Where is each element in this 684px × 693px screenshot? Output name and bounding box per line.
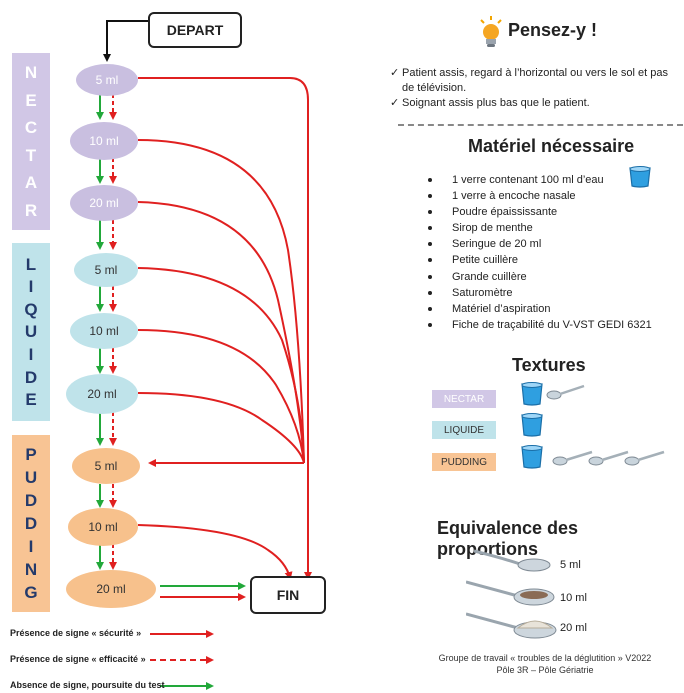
check-icon: ✓	[390, 97, 400, 109]
tablespoon-icon	[466, 580, 555, 606]
fin-box: FIN	[250, 576, 326, 614]
node-nectar-5ml: 5 ml	[76, 64, 138, 96]
band-letter: N	[24, 560, 38, 579]
node-liquide-5ml: 5 ml	[74, 253, 138, 287]
credit-line-2: Pôle 3R – Pôle Gériatrie	[496, 665, 594, 675]
texture-label-pudding: PUDDING	[432, 453, 496, 471]
tip-text: Patient assis, regard à l’horizontal ou …	[402, 67, 668, 94]
texture-label-liquide: LIQUIDE	[432, 421, 496, 439]
tip-item: ✓ Soignant assis plus bas que le patient…	[390, 96, 677, 111]
glass-icon	[521, 413, 543, 437]
legend-continue: Absence de signe, poursuite du test	[10, 680, 165, 690]
lightbulb-icon	[480, 16, 502, 47]
band-letter: G	[24, 583, 38, 602]
node-liquide-20ml: 20 ml	[66, 374, 138, 414]
section-divider	[398, 124, 683, 126]
heaped-tablespoon-icon	[466, 612, 557, 639]
materiel-item: Sirop de menthe	[422, 220, 652, 236]
band-letter: I	[28, 345, 34, 365]
band-letter: P	[25, 445, 37, 464]
spoon-icon	[624, 450, 665, 466]
legend-efficacy: Présence de signe « efficacité »	[10, 654, 146, 664]
band-letter: U	[24, 322, 38, 342]
band-letter: I	[28, 277, 34, 297]
spoon-icon	[546, 384, 585, 400]
materiel-item: Fiche de traçabilité du V-VST GEDI 6321	[422, 317, 652, 333]
credit-line-1: Groupe de travail « troubles de la déglu…	[438, 653, 652, 663]
band-letter: L	[25, 254, 37, 274]
textures-title: Textures	[512, 355, 586, 375]
equivalence-title: Equivalence des proportions	[437, 518, 579, 559]
materiel-item: Poudre épaississante	[422, 204, 652, 220]
spoon-icon	[552, 450, 593, 466]
equivalence-20ml: 20 ml	[560, 622, 587, 634]
band-letter: U	[24, 468, 38, 487]
band-letter: C	[24, 118, 38, 138]
step-arrows	[96, 94, 117, 570]
check-icon: ✓	[390, 67, 400, 79]
materiel-item: Matériel d’aspiration	[422, 301, 652, 317]
security-curves	[137, 77, 312, 580]
materiel-item: Seringue de 20 ml	[422, 236, 652, 252]
band-letter: D	[24, 491, 38, 510]
materiel-item: Grande cuillère	[422, 269, 652, 285]
materiel-list: 1 verre contenant 100 ml d’eau 1 verre à…	[422, 172, 652, 333]
materiel-item: 1 verre contenant 100 ml d’eau	[422, 172, 652, 188]
band-letter: E	[25, 90, 37, 110]
spoon-icon	[588, 450, 629, 466]
teaspoon-icon	[474, 549, 551, 572]
equivalence-5ml: 5 ml	[560, 559, 581, 571]
depart-box: DEPART	[148, 12, 242, 48]
band-letter: D	[24, 514, 38, 533]
band-liquide: L I Q U I D E	[12, 243, 50, 421]
materiel-item: 1 verre à encoche nasale	[422, 188, 652, 204]
band-pudding: P U D D I N G	[12, 435, 50, 612]
band-nectar: N E C T A R	[12, 53, 50, 230]
node-nectar-10ml: 10 ml	[70, 122, 138, 160]
band-letter: T	[25, 145, 37, 165]
glass-icon	[521, 445, 543, 469]
materiel-title: Matériel nécessaire	[468, 136, 635, 156]
band-letter: A	[24, 173, 38, 193]
band-letter: D	[24, 367, 38, 387]
band-letter: I	[28, 537, 34, 556]
tip-text: Soignant assis plus bas que le patient.	[402, 97, 590, 109]
node-pudding-5ml: 5 ml	[72, 448, 140, 484]
band-letter: R	[24, 200, 38, 220]
texture-label-nectar: NECTAR	[432, 390, 496, 408]
glass-icon	[521, 382, 543, 406]
equivalence-10ml: 10 ml	[560, 592, 587, 604]
band-letter: Q	[24, 299, 38, 319]
materiel-item: Saturomètre	[422, 285, 652, 301]
legend-security: Présence de signe « sécurité »	[10, 628, 142, 638]
node-pudding-10ml: 10 ml	[68, 508, 138, 546]
water-glass-icon	[629, 166, 651, 188]
tip-item: ✓ Patient assis, regard à l’horizontal o…	[390, 66, 677, 96]
node-nectar-20ml: 20 ml	[70, 185, 138, 221]
band-letter: E	[25, 390, 37, 410]
node-pudding-20ml: 20 ml	[66, 570, 156, 608]
node-liquide-10ml: 10 ml	[70, 313, 138, 349]
materiel-item: Petite cuillère	[422, 252, 652, 268]
band-letter: N	[24, 63, 38, 83]
tips-title: Pensez-y !	[508, 20, 598, 40]
